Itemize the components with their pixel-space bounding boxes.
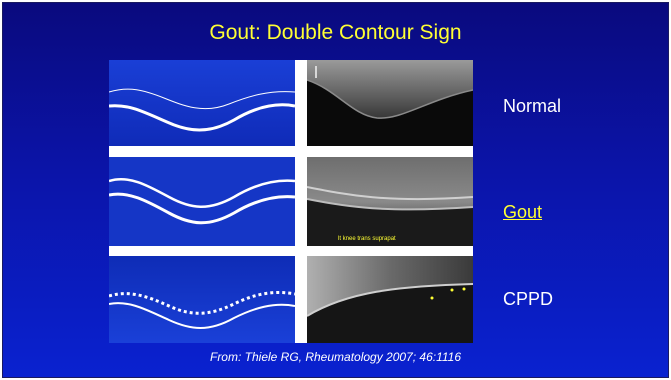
ultrasound-caption: lt knee trans suprapat	[338, 236, 396, 242]
label-cppd: CPPD	[503, 289, 553, 310]
diagram-gout	[109, 157, 295, 246]
label-gout[interactable]: Gout	[503, 202, 542, 223]
ultrasound-normal	[307, 60, 473, 146]
ultrasound-gout	[307, 157, 473, 246]
grid-divider-horizontal-2	[109, 246, 473, 256]
slide-title: Gout: Double Contour Sign	[3, 21, 668, 45]
label-normal: Normal	[503, 96, 561, 117]
ultrasound-cppd	[307, 256, 473, 343]
citation: From: Thiele RG, Rheumatology 2007; 46:1…	[3, 350, 668, 364]
grid-divider-horizontal-1	[109, 146, 473, 157]
diagram-normal	[109, 60, 295, 146]
grid-divider-vertical	[295, 60, 307, 343]
diagram-cppd	[109, 256, 295, 343]
